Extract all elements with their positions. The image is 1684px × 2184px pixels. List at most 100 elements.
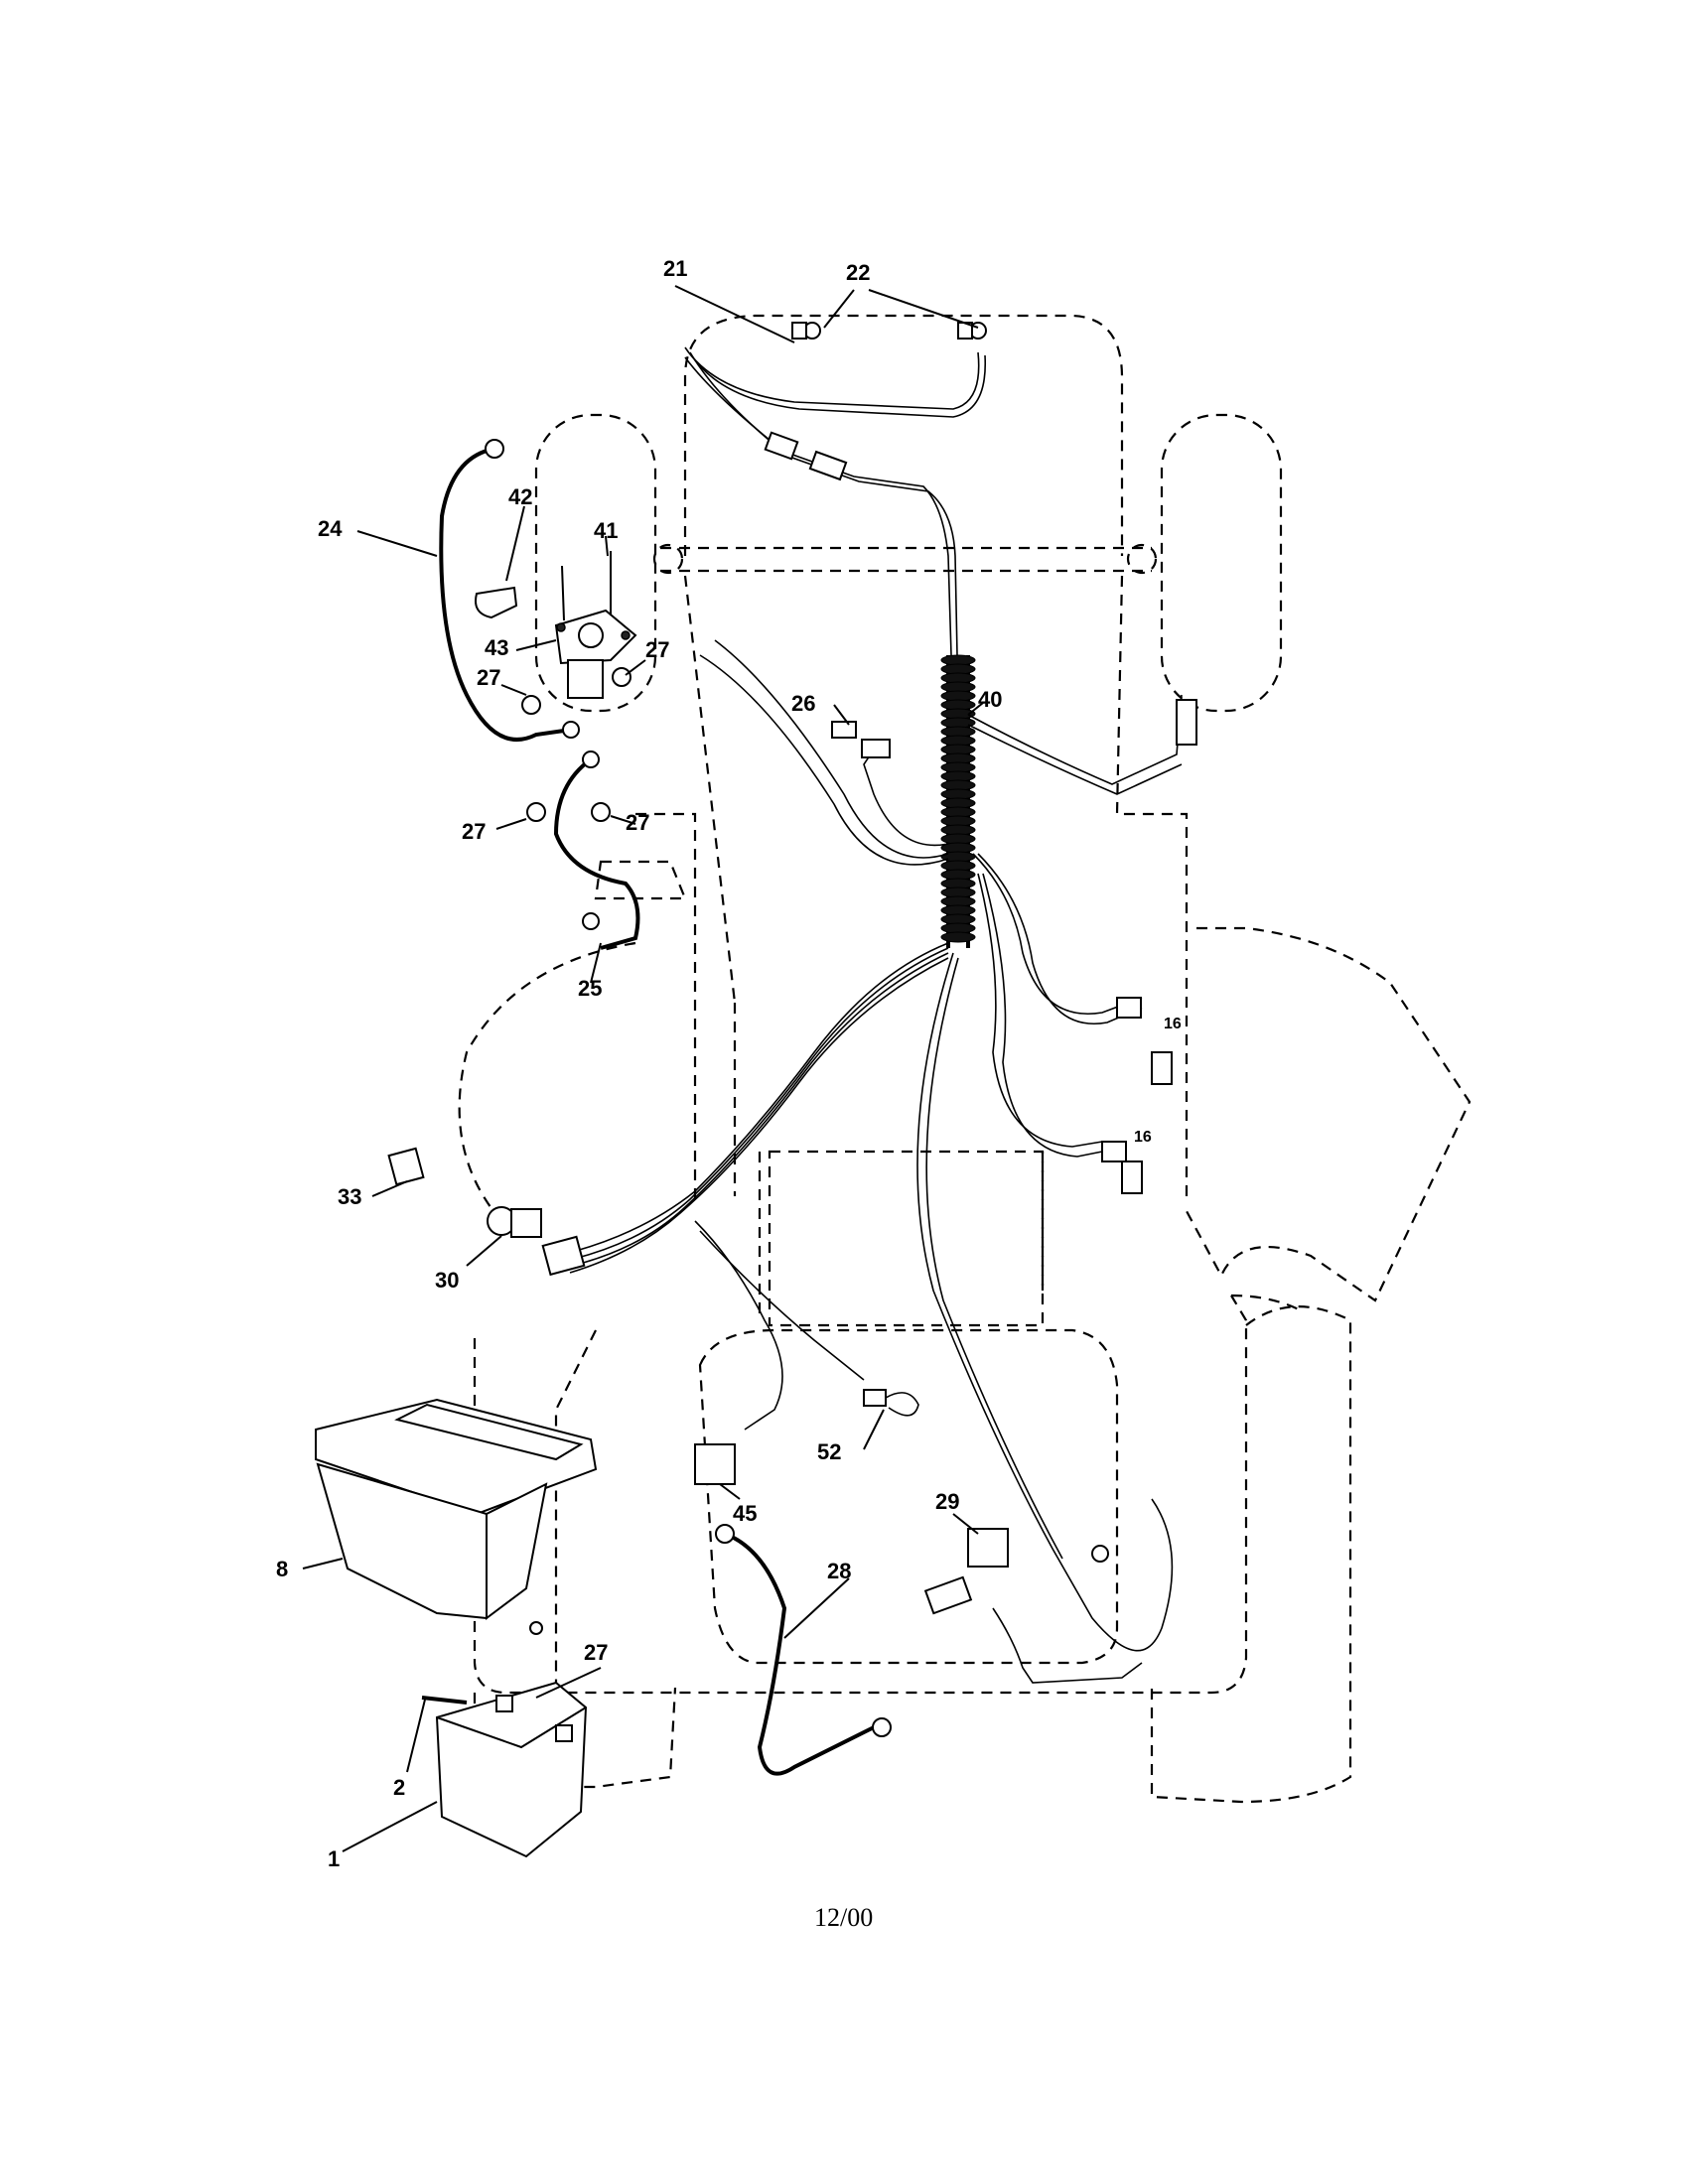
ignition-wire-2 xyxy=(573,947,949,1260)
coil-cord xyxy=(992,1607,1143,1684)
battery-post-pos xyxy=(555,1724,573,1742)
headlight-bar xyxy=(684,346,980,410)
rear-wire-long-2 xyxy=(925,957,1063,1560)
callout-27e: 27 xyxy=(584,1640,608,1665)
plug-52-loop xyxy=(885,1392,919,1417)
switch16b-plug xyxy=(1101,1141,1127,1162)
starter-solenoid xyxy=(554,609,637,699)
callout-29: 29 xyxy=(935,1489,959,1514)
nut-27-c xyxy=(526,802,546,822)
battery-tray xyxy=(315,1398,598,1620)
relay-33 xyxy=(387,1147,425,1186)
connector-26a xyxy=(831,721,857,739)
callout-26: 26 xyxy=(791,691,815,716)
callout-27c: 27 xyxy=(462,819,486,844)
right-connector xyxy=(1176,699,1197,746)
headlight-bar-2 xyxy=(689,352,987,418)
rear-right-wheel xyxy=(1150,1305,1352,1804)
callout-24: 24 xyxy=(318,516,343,541)
solenoid-bracket xyxy=(475,586,518,619)
hood-outline xyxy=(683,314,1124,556)
cable-25 xyxy=(553,757,640,950)
callout-42: 42 xyxy=(508,484,532,509)
callout-41: 41 xyxy=(594,518,618,543)
footer-date: 12/00 xyxy=(814,1903,873,1932)
switch16-upper-wire xyxy=(972,853,1143,1015)
spiral-coils xyxy=(940,654,976,943)
callout-45: 45 xyxy=(733,1501,757,1526)
switch16-lower-wire-2 xyxy=(982,873,1103,1158)
nut-27-a xyxy=(521,695,541,715)
solenoid-branch-wire-2 xyxy=(699,654,949,866)
ring-terminal-29 xyxy=(1091,1545,1109,1563)
leader-lines xyxy=(302,285,984,1852)
right-fender-outline xyxy=(1186,926,1472,1302)
battery-post-neg xyxy=(495,1695,513,1712)
nut-27-b xyxy=(612,667,632,687)
ignition-wire-1 xyxy=(575,942,949,1252)
callout-16a: 16 xyxy=(1164,1016,1182,1032)
callout-8: 8 xyxy=(276,1557,288,1581)
chassis-outline xyxy=(683,575,1189,1201)
axle-end-left xyxy=(652,543,684,575)
callout-28: 28 xyxy=(827,1559,851,1583)
rear-wire-long xyxy=(916,952,1174,1652)
switch16a-plug xyxy=(1116,997,1142,1019)
headlight-wire xyxy=(684,356,952,656)
right-wheel-wire-2 xyxy=(967,724,1183,795)
module-45 xyxy=(694,1443,736,1485)
cable-24 xyxy=(439,447,572,742)
callout-25: 25 xyxy=(578,976,602,1001)
switch-16b xyxy=(1121,1160,1143,1194)
solenoid-branch-wire xyxy=(714,639,949,859)
connector-26b xyxy=(861,739,891,758)
headlight-connector-b xyxy=(808,450,848,481)
headlight-connector-a xyxy=(764,431,799,461)
battery xyxy=(435,1681,588,1858)
spiral-coil xyxy=(940,931,976,943)
plug-52 xyxy=(863,1389,887,1407)
footrest-outline xyxy=(594,860,687,900)
rear-body-outline xyxy=(473,1295,1248,1695)
callout-40: 40 xyxy=(978,687,1002,712)
switch-16a xyxy=(1151,1051,1173,1085)
connector26-wire xyxy=(863,749,949,847)
ignition-wire-3 xyxy=(571,952,949,1267)
ring-terminal-24 xyxy=(485,439,504,459)
seat-plate-outline xyxy=(758,1152,1045,1320)
callout-43: 43 xyxy=(485,635,508,660)
rear-left-fender xyxy=(554,1329,597,1688)
front-right-wheel xyxy=(1160,413,1283,713)
ignition-wire-4 xyxy=(569,957,949,1274)
seat-outline xyxy=(698,1328,1119,1665)
callout-27a: 27 xyxy=(645,637,669,662)
switch16-lower-wire xyxy=(977,873,1103,1148)
callout-1: 1 xyxy=(328,1846,340,1871)
headlight-wire-2 xyxy=(689,351,958,656)
dash-arc xyxy=(458,941,636,1222)
cable-28 xyxy=(724,1532,875,1776)
ring-terminal-28b xyxy=(872,1717,892,1737)
chassis-mid-outline xyxy=(635,812,1045,1327)
solenoid-screws xyxy=(561,551,612,621)
callout-16b: 16 xyxy=(1134,1129,1152,1146)
headlight-bulb-left xyxy=(791,322,821,340)
seat-switch-plug xyxy=(923,1575,973,1615)
callout-27d: 27 xyxy=(626,810,649,835)
axle-end-right xyxy=(1126,543,1158,575)
seat-switch-29 xyxy=(967,1528,1009,1568)
ring-terminal-24b xyxy=(562,721,580,739)
right-wheel-wire xyxy=(967,694,1183,785)
bolt-2 xyxy=(421,1696,468,1705)
front-left-wheel xyxy=(534,413,657,713)
front-axle-outline xyxy=(660,546,1152,573)
callout-2: 2 xyxy=(393,1775,405,1800)
callout-30: 30 xyxy=(435,1268,459,1293)
main-harness xyxy=(569,346,1183,1652)
ring-terminal-25 xyxy=(582,751,600,768)
callout-21: 21 xyxy=(663,256,687,281)
rear-wire-45 xyxy=(694,1220,783,1431)
callout-52: 52 xyxy=(817,1439,841,1464)
rear-wire-52 xyxy=(699,1230,865,1381)
